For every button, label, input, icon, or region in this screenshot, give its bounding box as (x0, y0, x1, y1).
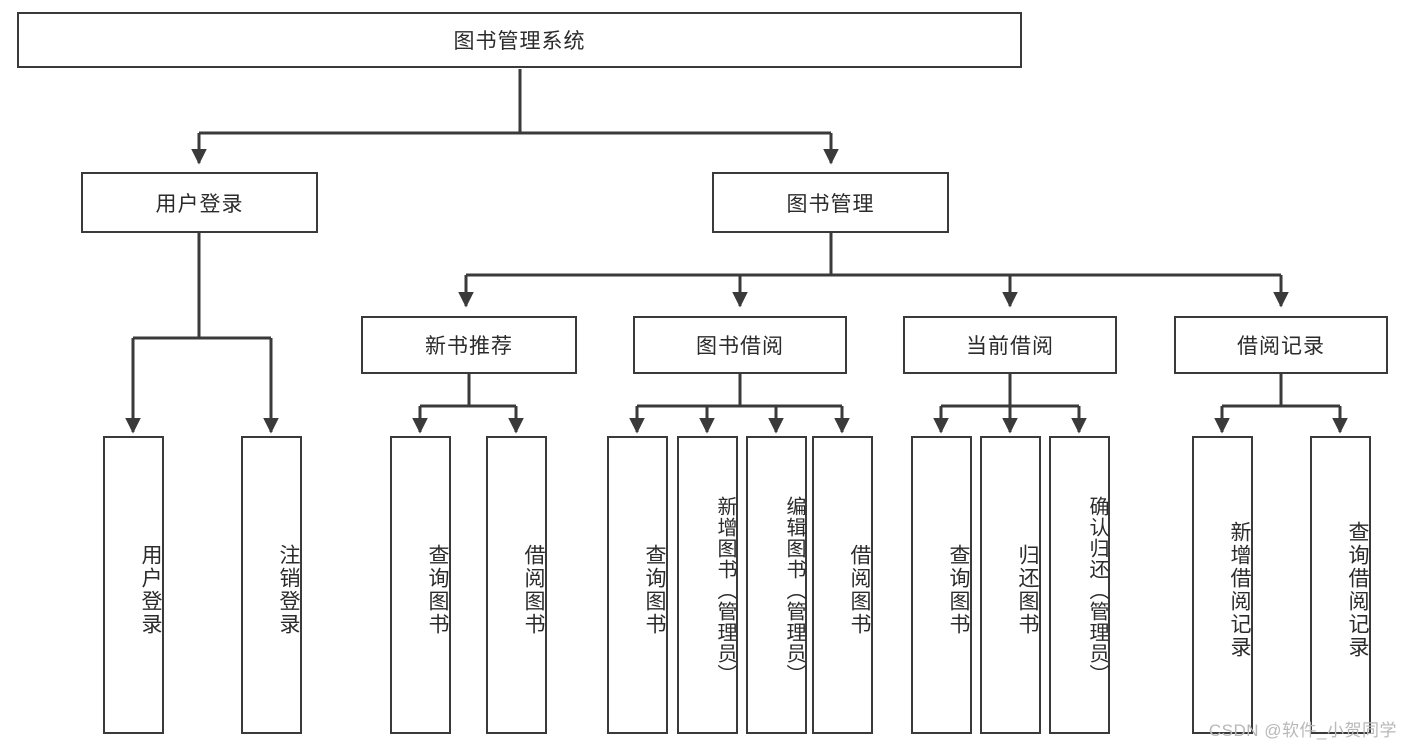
leaf-confirm-return-admin[interactable]: 确认归还（管理员） (1049, 436, 1110, 734)
leaf-add-borrow-record[interactable]: 新增借阅记录 (1192, 436, 1253, 734)
watermark-text: CSDN @软件_小贺同学 (1208, 721, 1397, 740)
node-borrow-record[interactable]: 借阅记录 (1174, 316, 1388, 374)
leaf-borrow-book-2[interactable]: 借阅图书 (812, 436, 873, 734)
leaf-return-book[interactable]: 归还图书 (980, 436, 1041, 734)
leaf-user-login[interactable]: 用户登录 (103, 436, 164, 734)
node-book-manage[interactable]: 图书管理 (712, 172, 949, 233)
leaf-query-book-1[interactable]: 查询图书 (390, 436, 451, 734)
node-book-borrow[interactable]: 图书借阅 (633, 316, 847, 374)
node-new-book-recommend[interactable]: 新书推荐 (361, 316, 577, 374)
node-user-login[interactable]: 用户登录 (81, 172, 318, 233)
leaf-query-book-3[interactable]: 查询图书 (911, 436, 972, 734)
leaf-query-borrow-record[interactable]: 查询借阅记录 (1310, 436, 1371, 734)
node-current-borrow[interactable]: 当前借阅 (903, 316, 1117, 374)
leaf-query-book-2[interactable]: 查询图书 (607, 436, 668, 734)
leaf-add-book-admin[interactable]: 新增图书（管理员） (677, 436, 738, 734)
leaf-borrow-book-1[interactable]: 借阅图书 (486, 436, 547, 734)
leaf-logout[interactable]: 注销登录 (241, 436, 302, 734)
node-root[interactable]: 图书管理系统 (17, 12, 1022, 68)
leaf-edit-book-admin[interactable]: 编辑图书（管理员） (746, 436, 807, 734)
